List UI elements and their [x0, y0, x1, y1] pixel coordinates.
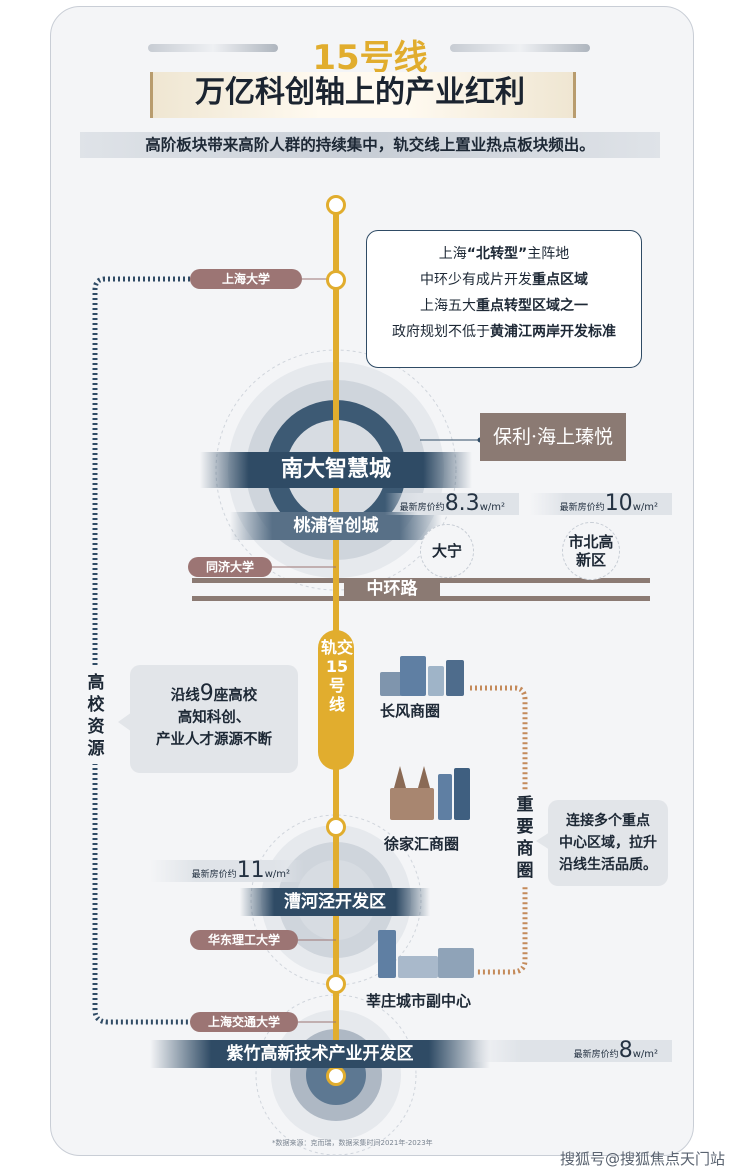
business-changfeng: 长风商圈	[380, 702, 441, 720]
univ-box-line-3: 产业人才源源不断	[156, 732, 272, 748]
station-xinzhuang	[326, 974, 346, 994]
station-start	[326, 195, 346, 215]
business-xinzhuang: 莘庄城市副中心	[366, 992, 472, 1010]
pill-ecust: 华东理工大学	[190, 930, 298, 950]
district-daning: 大宁	[420, 524, 474, 578]
info-line-4: 政府规划不低于黄浦江两岸开发标准	[392, 324, 616, 340]
left-vertical-label: 高校资源	[86, 668, 106, 764]
line-15-label-char-1: 轨交	[320, 638, 353, 657]
univ-box-pointer	[118, 712, 132, 732]
price-daning: 最新房价约8.3w/m²	[385, 493, 519, 515]
business-info-box: 连接多个重点 中心区域，拉升 沿线生活品质。	[548, 800, 668, 886]
intro-background	[80, 132, 660, 158]
business-xujiahui: 徐家汇商圈	[384, 835, 460, 853]
univ-box-line-2: 高知科创、	[177, 710, 251, 726]
zone-nanda: 南大智慧城	[200, 452, 472, 488]
info-line-3: 上海五大重点转型区域之一	[420, 298, 588, 314]
zizhu-outer-ring	[255, 994, 417, 1156]
subtitle-background	[150, 72, 576, 118]
right-vertical-label: 重要商圈	[515, 790, 535, 886]
biz-box-pointer	[536, 832, 550, 850]
universities-info-box: 沿线9座高校 高知科创、 产业人才源源不断	[130, 665, 298, 773]
info-line-1: 上海“北转型”主阵地	[438, 246, 570, 262]
changfeng-illustration	[376, 654, 468, 696]
intro-text: 高阶板块带来高阶人群的持续集中，轨交线上置业热点板块频出。	[145, 136, 595, 154]
university-connector	[92, 276, 190, 1025]
price-zizhu: 最新房价约8w/m²	[470, 1040, 672, 1062]
district-shibei: 市北高新区	[562, 522, 620, 580]
line-15-label-char-2: 15	[325, 657, 349, 676]
train-graphic-left	[148, 44, 278, 52]
pill-tongji-univ: 同济大学	[188, 557, 272, 577]
zone-caohejing: 漕河泾开发区	[240, 888, 430, 916]
zone-taopu: 桃浦智创城	[230, 512, 442, 540]
info-line-2: 中环少有成片开发重点区域	[420, 272, 588, 288]
biz-box-line-2: 中心区域，拉升	[559, 835, 657, 851]
footnote: *数据来源：克而瑞，数据采集时间2021年-2023年	[272, 1139, 433, 1147]
biz-box-line-1: 连接多个重点	[566, 813, 650, 829]
line-15-label-char-4: 线	[328, 695, 345, 714]
train-graphic-right	[450, 44, 590, 52]
price-caohejing: 最新房价约11w/m²	[150, 860, 304, 882]
biz-box-line-3: 沿线生活品质。	[559, 857, 657, 873]
north-transformation-info-box: 上海“北转型”主阵地 中环少有成片开发重点区域 上海五大重点转型区域之一 政府规…	[366, 230, 642, 368]
pill-shanghai-univ: 上海大学	[190, 269, 302, 289]
station-end	[326, 1066, 346, 1086]
zone-zizhu: 紫竹高新技术产业开发区	[150, 1040, 490, 1068]
line-15-label: 轨交 15 号 线	[318, 638, 356, 714]
line-15-label-char-3: 号	[328, 676, 345, 695]
ring-road-label: 中环路	[344, 578, 440, 601]
page-subtitle: 万亿科创轴上的产业红利	[195, 75, 525, 110]
price-shibei: 最新房价约10w/m²	[530, 493, 672, 515]
watermark: 搜狐号@搜狐焦点天门站	[560, 1150, 726, 1168]
page-title: 15号线	[312, 38, 428, 78]
xujiahui-illustration	[380, 762, 476, 822]
pill-sjtu: 上海交通大学	[190, 1012, 298, 1032]
univ-box-line-1: 沿线9座高校	[170, 681, 258, 706]
project-tag: 保利·海上瑧悦	[480, 413, 626, 461]
xinzhuang-illustration	[372, 930, 478, 980]
station-xujiahui	[326, 817, 346, 837]
station-shanghai-univ	[326, 270, 346, 290]
line-15-label-pill	[318, 630, 354, 770]
